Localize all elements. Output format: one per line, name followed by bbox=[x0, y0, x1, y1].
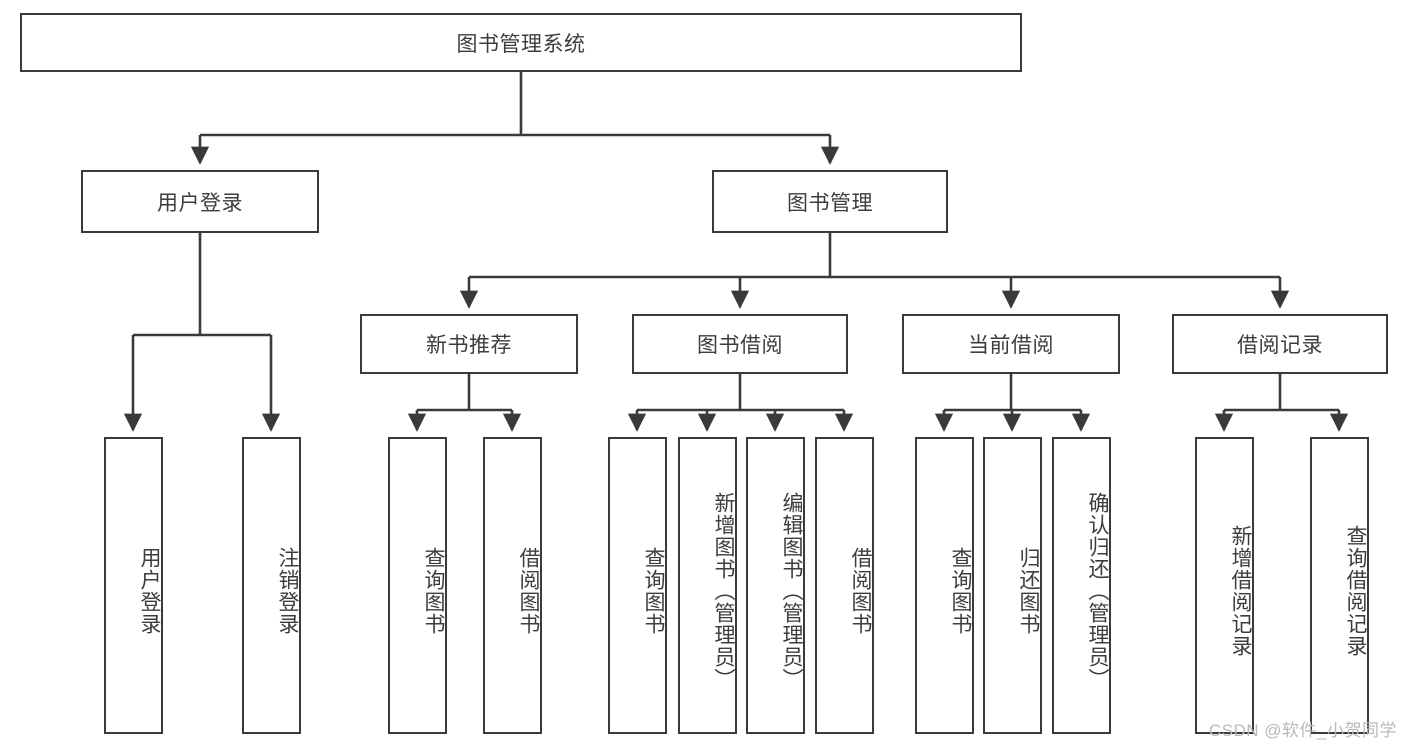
leaf-query-book-2-label: 查询图书 bbox=[642, 546, 665, 635]
leaf-query-book-3-label: 查询图书 bbox=[949, 546, 972, 635]
leaf-query-book-2[interactable]: 查询图书 bbox=[608, 437, 667, 734]
leaf-add-book-label: 新增图书（管理员） bbox=[712, 491, 735, 690]
leaf-return-book[interactable]: 归还图书 bbox=[983, 437, 1042, 734]
node-user-login[interactable]: 用户登录 bbox=[81, 170, 319, 233]
leaf-logout-login-label: 注销登录 bbox=[276, 546, 299, 635]
csdn-watermark: CSDN @软件_小贺同学 bbox=[1208, 721, 1397, 740]
leaf-query-record[interactable]: 查询借阅记录 bbox=[1310, 437, 1369, 734]
node-book-management[interactable]: 图书管理 bbox=[712, 170, 948, 233]
leaf-edit-book-label: 编辑图书（管理员） bbox=[780, 491, 803, 690]
node-new-book-recommend-label: 新书推荐 bbox=[426, 334, 512, 357]
node-borrow-record[interactable]: 借阅记录 bbox=[1172, 314, 1388, 374]
leaf-add-book[interactable]: 新增图书（管理员） bbox=[678, 437, 737, 734]
node-new-book-recommend[interactable]: 新书推荐 bbox=[360, 314, 578, 374]
node-user-login-label: 用户登录 bbox=[157, 191, 243, 215]
leaf-user-login[interactable]: 用户登录 bbox=[104, 437, 163, 734]
leaf-confirm-return[interactable]: 确认归还（管理员） bbox=[1052, 437, 1111, 734]
node-root-label: 图书管理系统 bbox=[456, 32, 586, 56]
leaf-borrow-book-1[interactable]: 借阅图书 bbox=[483, 437, 542, 734]
node-current-borrow-label: 当前借阅 bbox=[968, 334, 1054, 357]
leaf-add-record[interactable]: 新增借阅记录 bbox=[1195, 437, 1254, 734]
node-book-borrow[interactable]: 图书借阅 bbox=[632, 314, 848, 374]
leaf-add-record-label: 新增借阅记录 bbox=[1229, 524, 1252, 657]
leaf-logout-login[interactable]: 注销登录 bbox=[242, 437, 301, 734]
leaf-borrow-book-2[interactable]: 借阅图书 bbox=[815, 437, 874, 734]
node-borrow-record-label: 借阅记录 bbox=[1237, 334, 1323, 357]
leaf-confirm-return-label: 确认归还（管理员） bbox=[1086, 491, 1109, 690]
node-current-borrow[interactable]: 当前借阅 bbox=[902, 314, 1120, 374]
leaf-query-book-1-label: 查询图书 bbox=[422, 546, 445, 635]
node-book-management-label: 图书管理 bbox=[787, 191, 873, 215]
leaf-user-login-label: 用户登录 bbox=[138, 546, 161, 635]
leaf-borrow-book-1-label: 借阅图书 bbox=[517, 546, 540, 635]
leaf-query-book-3[interactable]: 查询图书 bbox=[915, 437, 974, 734]
leaf-edit-book[interactable]: 编辑图书（管理员） bbox=[746, 437, 805, 734]
leaf-query-book-1[interactable]: 查询图书 bbox=[388, 437, 447, 734]
leaf-return-book-label: 归还图书 bbox=[1017, 546, 1040, 635]
leaf-borrow-book-2-label: 借阅图书 bbox=[849, 546, 872, 635]
node-root[interactable]: 图书管理系统 bbox=[20, 13, 1022, 72]
leaf-query-record-label: 查询借阅记录 bbox=[1344, 524, 1367, 657]
node-book-borrow-label: 图书借阅 bbox=[697, 334, 783, 357]
